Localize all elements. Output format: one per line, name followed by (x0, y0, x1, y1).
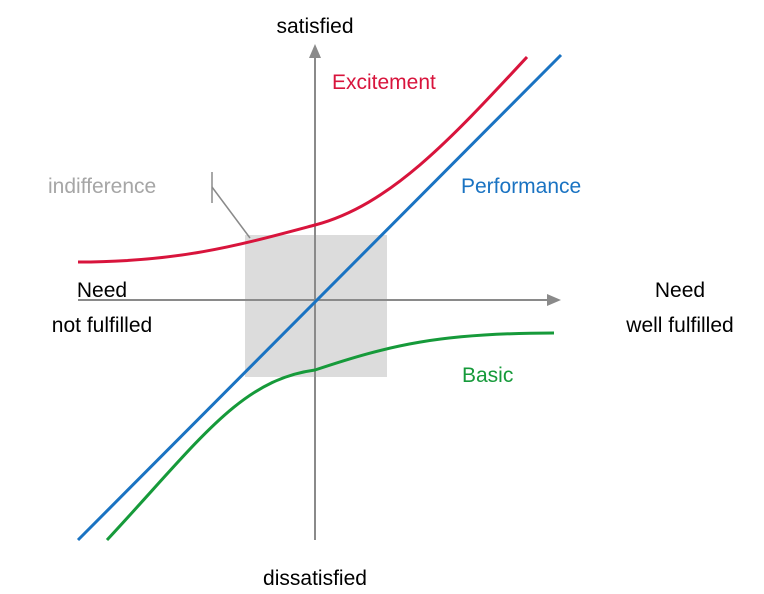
x-axis-left-label-line2: not fulfilled (52, 314, 152, 337)
y-axis-top-label: satisfied (276, 15, 353, 38)
basic-label: Basic (462, 364, 513, 387)
performance-line (76, 53, 563, 542)
x-axis-right-label-line2: well fulfilled (625, 314, 733, 337)
x-axis-right-label-line1: Need (655, 279, 705, 302)
performance-label: Performance (461, 175, 581, 198)
basic-curve (105, 331, 555, 542)
indifference-label: indifference (48, 175, 156, 198)
y-axis-bottom-label: dissatisfied (263, 567, 367, 590)
x-axis-left-label-line1: Need (77, 279, 127, 302)
excitement-curve (77, 55, 529, 264)
excitement-label: Excitement (332, 71, 436, 94)
horizontal-axis-arrowhead (547, 294, 561, 306)
vertical-axis-arrowhead (309, 44, 321, 58)
indifference-pointer (211, 186, 251, 239)
